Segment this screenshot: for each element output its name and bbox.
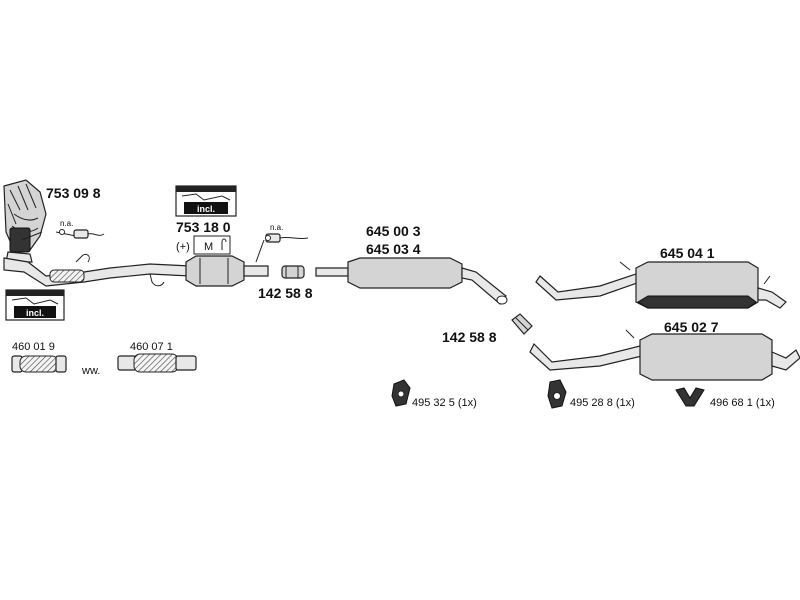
rear-part-number-a: 645 04 1 <box>660 245 715 261</box>
cat-m-label: M <box>204 241 213 253</box>
clamp-1-part-number: 142 58 8 <box>258 285 313 301</box>
hanger-a-part-number: 495 32 5 (1x) <box>412 397 477 409</box>
middle-silencer[interactable] <box>315 257 508 305</box>
flex-pipe-b[interactable] <box>117 353 197 373</box>
manifold-part-number: 753 09 8 <box>46 185 101 201</box>
flex-pipe-a[interactable] <box>11 355 67 373</box>
hanger-b-part-number: 495 28 8 (1x) <box>570 397 635 409</box>
front-pipe[interactable] <box>3 253 191 287</box>
middle-part-number-a: 645 00 3 <box>366 223 421 239</box>
clamp-2[interactable] <box>511 313 533 335</box>
clamp-2-part-number: 142 58 8 <box>442 329 497 345</box>
flex-ww-label: ww. <box>81 365 100 377</box>
kit-box-top: incl. <box>175 185 237 217</box>
lambda-sensor-2 <box>255 233 309 263</box>
rear-silencer-a[interactable] <box>535 261 787 309</box>
cat-m-box: M <box>193 235 231 255</box>
kit-box-left: incl. <box>5 289 65 321</box>
catalytic-converter[interactable] <box>185 255 269 287</box>
cat-part-number: 753 18 0 <box>176 219 231 235</box>
rear-silencer-b[interactable] <box>529 329 800 381</box>
manifold-na-label: n.a. <box>60 219 73 228</box>
kit-incl-top: incl. <box>197 204 215 214</box>
cat-na-label: n.a. <box>270 223 283 232</box>
middle-part-number-b: 645 03 4 <box>366 241 421 257</box>
flex-part-number-b: 460 07 1 <box>130 341 173 353</box>
flex-part-number-a: 460 01 9 <box>12 341 55 353</box>
lambda-sensor-1 <box>55 229 105 239</box>
clamp-1[interactable] <box>281 265 305 279</box>
hanger-c-part-number: 496 68 1 (1x) <box>710 397 775 409</box>
hanger-a-icon[interactable] <box>391 379 411 407</box>
cat-plus-label: (+) <box>176 241 190 253</box>
hanger-c-icon[interactable] <box>675 387 705 407</box>
rear-part-number-b: 645 02 7 <box>664 319 719 335</box>
kit-incl-left: incl. <box>26 308 44 318</box>
hanger-b-icon[interactable] <box>547 379 567 409</box>
exhaust-manifold[interactable] <box>3 179 47 263</box>
